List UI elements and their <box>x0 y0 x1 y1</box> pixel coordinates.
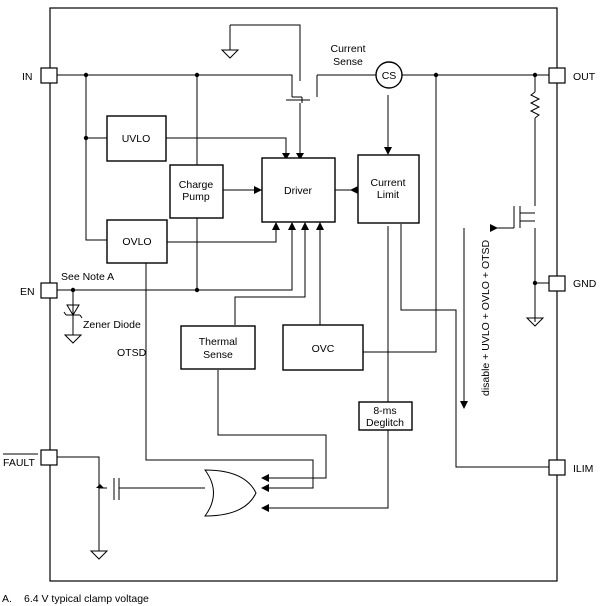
arrowheads <box>96 147 498 512</box>
see-note-label: See Note A <box>61 271 114 283</box>
current-limit-block <box>357 154 420 224</box>
current-limit-label-1: Current <box>370 177 405 189</box>
pin-in-box <box>40 67 58 84</box>
deglitch-label-1: 8-ms <box>373 405 396 417</box>
pin-out-box <box>548 67 566 84</box>
ovlo-block <box>106 219 168 264</box>
or-gate <box>204 469 257 517</box>
pin-ilim-label: ILIM <box>573 463 593 475</box>
zener-label: Zener Diode <box>83 319 141 331</box>
thermal-sense-label-1: Thermal <box>199 336 238 348</box>
junction-dots <box>70 72 538 293</box>
ovlo-label: OVLO <box>122 236 151 248</box>
charge-pump-label-1: Charge <box>179 179 214 191</box>
pin-en-label: EN <box>20 286 35 298</box>
wires <box>57 24 549 551</box>
current-limit-label-2: Limit <box>377 189 399 201</box>
charge-pump-block <box>169 164 224 219</box>
cs-circle <box>375 61 403 89</box>
charge-pump-label-2: Pump <box>182 191 210 203</box>
thermal-sense-block <box>180 325 256 370</box>
cs-label: CS <box>382 70 397 82</box>
resistor <box>529 91 541 119</box>
ovc-label: OVC <box>312 343 335 355</box>
pin-fault-box <box>40 449 58 466</box>
ground-symbol-top <box>220 49 240 59</box>
deglitch-block <box>358 401 413 431</box>
uvlo-label: UVLO <box>122 133 151 145</box>
pin-gnd-label: GND <box>573 278 597 290</box>
footnote-marker: A. <box>2 593 12 605</box>
pin-en-box <box>40 282 58 299</box>
pin-ilim-box <box>548 459 566 476</box>
disable-label: disable + UVLO + OVLO + OTSD <box>480 239 492 396</box>
ovc-block <box>282 324 364 371</box>
footnote-text: 6.4 V typical clamp voltage <box>24 593 149 605</box>
uvlo-block <box>106 115 167 162</box>
pin-gnd-box <box>548 275 566 292</box>
pin-in-label: IN <box>22 71 33 83</box>
pin-out-label: OUT <box>573 71 596 83</box>
ground-symbol-zener <box>63 334 83 344</box>
driver-block <box>261 157 336 223</box>
thermal-sense-label-2: Sense <box>203 349 233 361</box>
pin-fault-label: FAULT <box>3 457 35 469</box>
zener-diode <box>63 304 83 319</box>
otsd-label: OTSD <box>117 347 147 359</box>
ground-symbol-fault <box>89 550 109 560</box>
driver-label: Driver <box>284 185 313 197</box>
current-sense-label-1: Current <box>330 43 365 55</box>
ground-symbol-gnd <box>525 317 545 327</box>
deglitch-label-2: Deglitch <box>366 417 404 429</box>
current-sense-label-2: Sense <box>333 56 363 68</box>
